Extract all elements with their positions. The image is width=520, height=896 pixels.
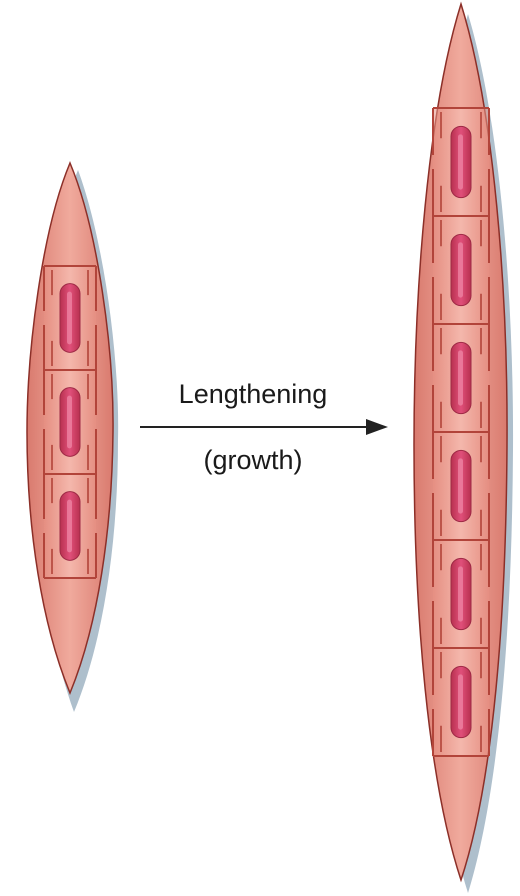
myosin-highlight xyxy=(67,292,72,345)
lengthening-arrow xyxy=(140,419,388,435)
myosin-highlight xyxy=(458,350,463,405)
myosin-highlight xyxy=(458,566,463,621)
arrow-head-icon xyxy=(366,419,388,435)
short-muscle-fiber xyxy=(27,163,118,712)
arrow-label-growth: (growth) xyxy=(203,445,302,476)
arrow-label-lengthening: Lengthening xyxy=(179,379,328,410)
myosin-highlight xyxy=(458,458,463,513)
myosin-highlight xyxy=(67,500,72,553)
myosin-highlight xyxy=(67,396,72,449)
myosin-highlight xyxy=(458,242,463,297)
short-fiber-sarcomeres xyxy=(44,266,96,578)
long-fiber-sarcomeres xyxy=(433,108,489,756)
long-muscle-fiber xyxy=(414,4,513,893)
myosin-highlight xyxy=(458,134,463,189)
myosin-highlight xyxy=(458,674,463,729)
